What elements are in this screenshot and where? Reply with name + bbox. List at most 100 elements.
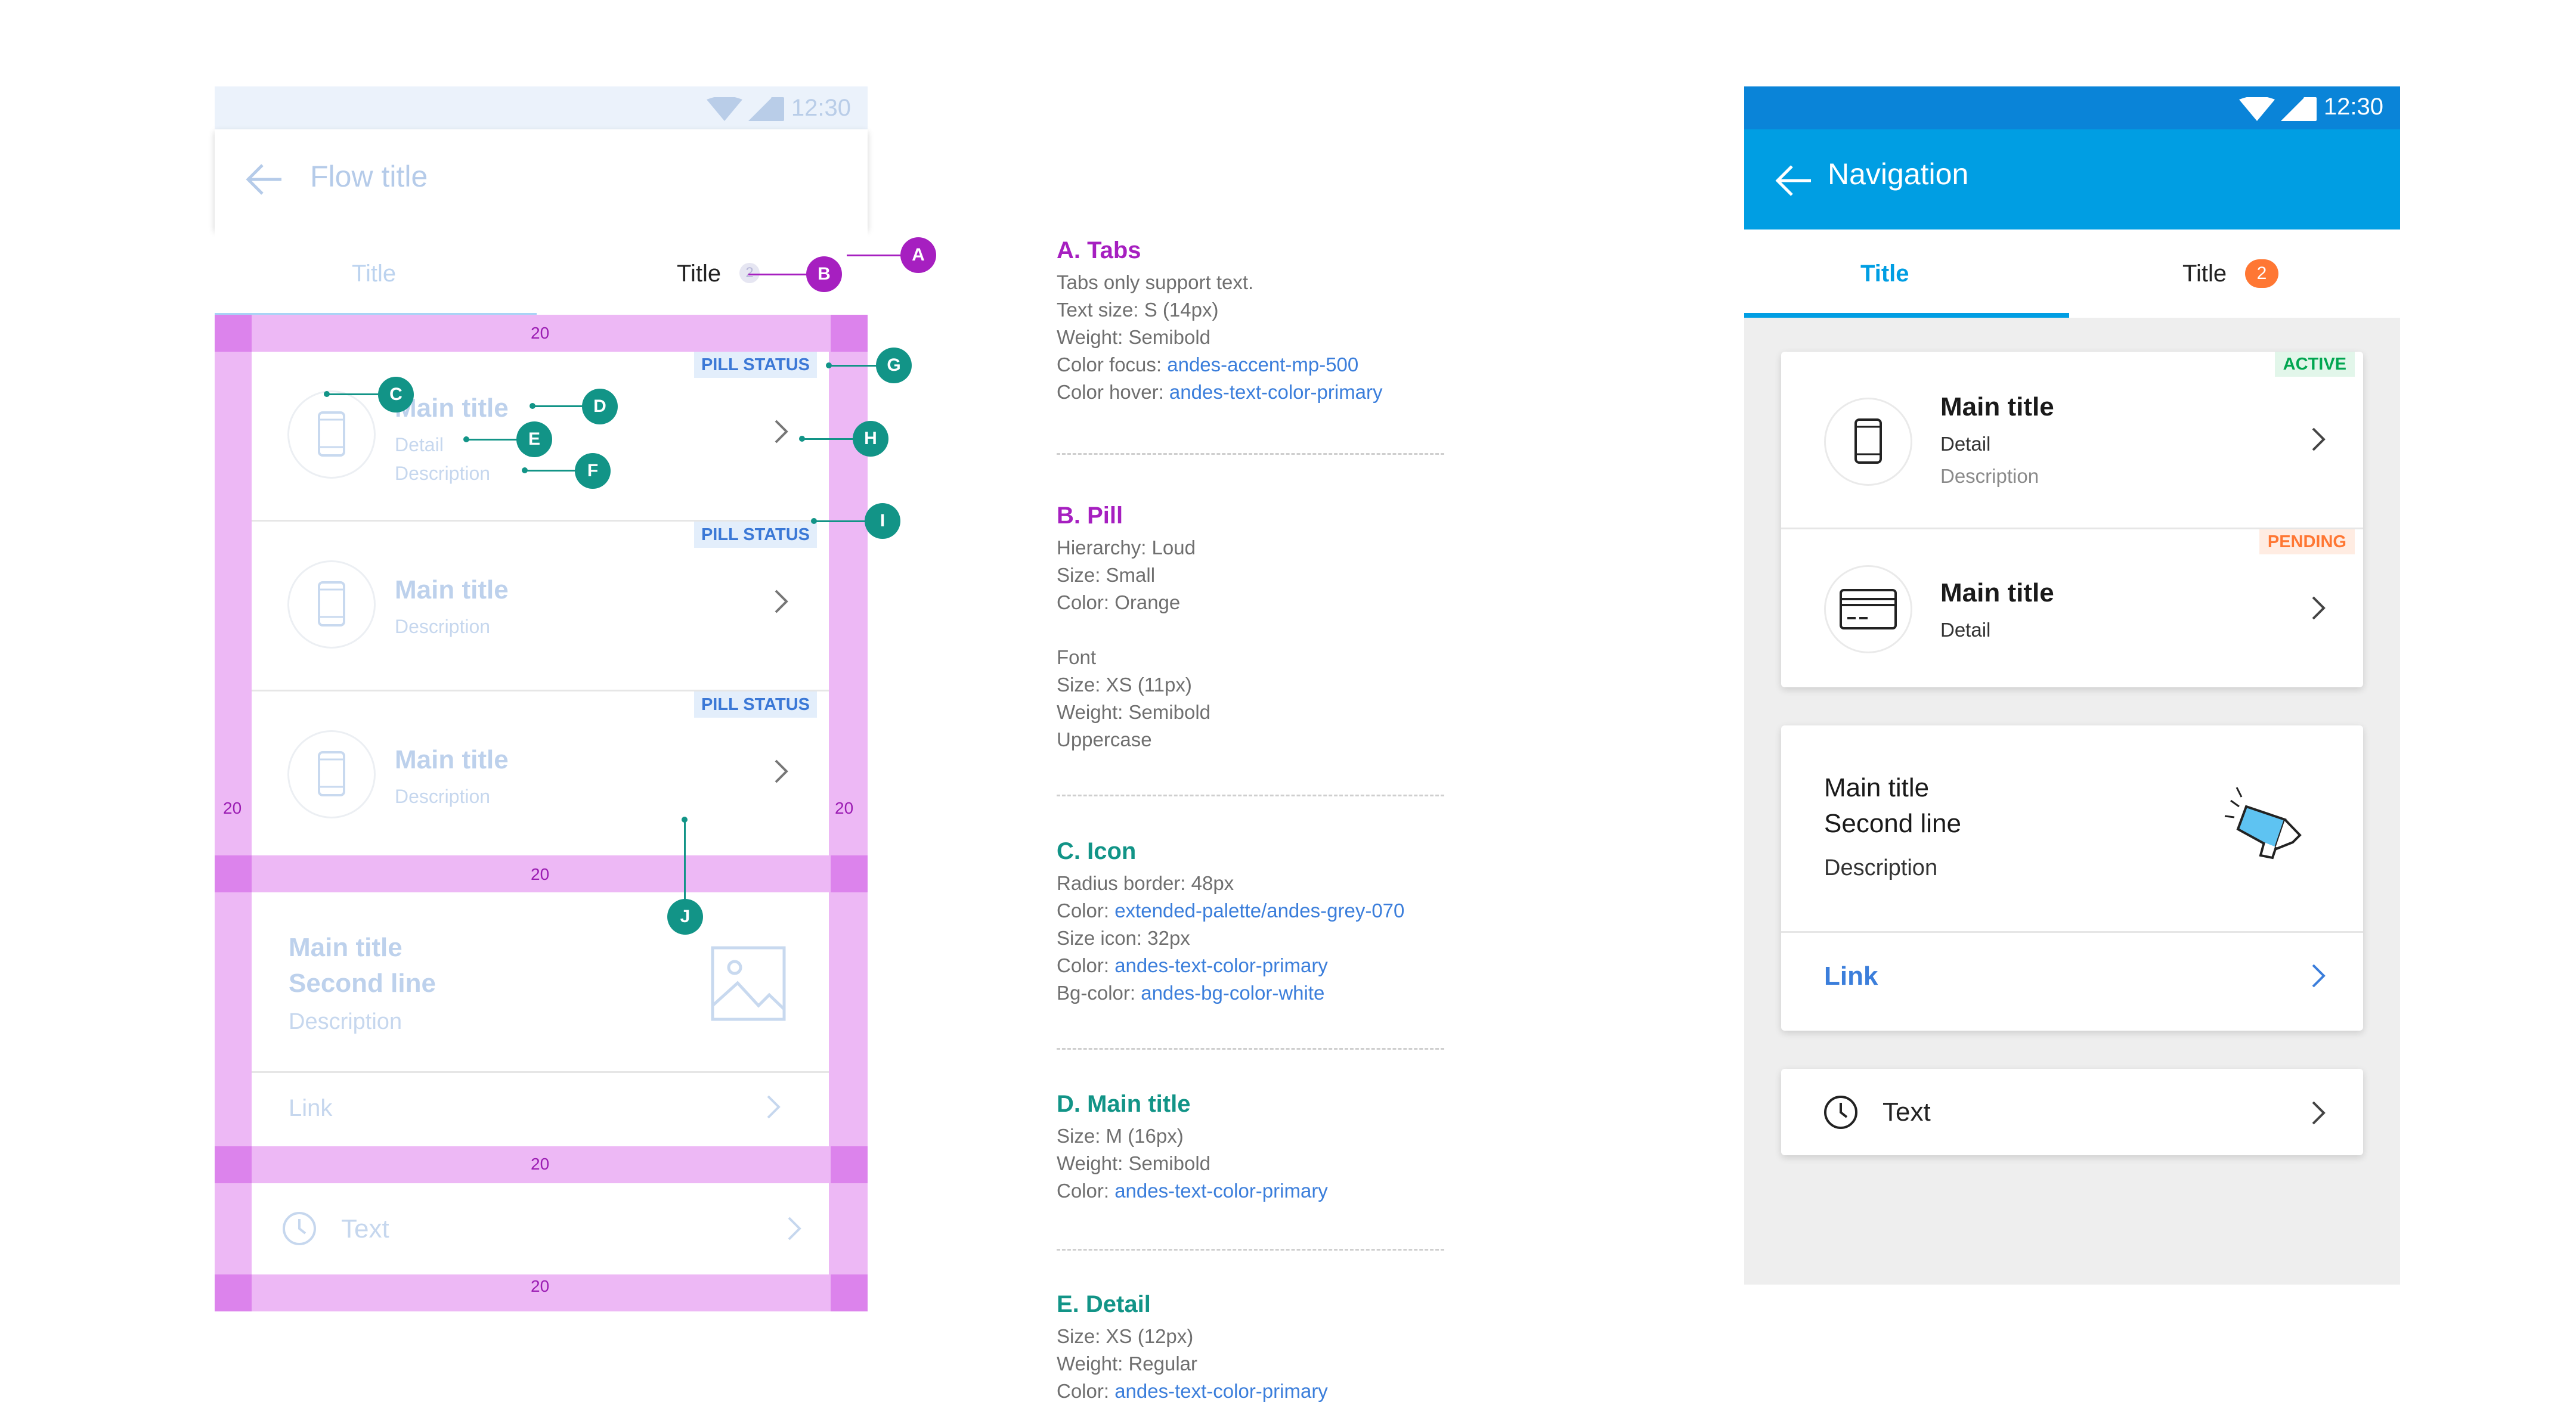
wifi-icon bbox=[2239, 97, 2275, 121]
doc-token-link[interactable]: andes-accent-mp-500 bbox=[1167, 353, 1359, 376]
text-row[interactable]: Text bbox=[252, 1183, 829, 1274]
doc-heading: B. Pill bbox=[1057, 503, 1123, 529]
main-title: Main title bbox=[1940, 392, 2054, 421]
doc-line: Color: andes-text-color-primary bbox=[1057, 952, 1450, 979]
chevron-right-icon bbox=[788, 1217, 801, 1240]
doc-section-main-title: D. Main title Size: M (16px) Weight: Sem… bbox=[1057, 1091, 1450, 1205]
media-card-link[interactable]: Link bbox=[1824, 962, 1878, 991]
doc-token-link[interactable]: andes-text-color-primary bbox=[1114, 1380, 1328, 1402]
doc-line: Weight: Semibold bbox=[1057, 701, 1211, 723]
doc-token-link[interactable]: andes-text-color-primary bbox=[1169, 381, 1383, 403]
icon-container bbox=[287, 560, 376, 649]
text-row-label: Text bbox=[341, 1214, 389, 1243]
media-card-description: Description bbox=[289, 1009, 402, 1034]
media-card: Main title Second line Description Link bbox=[252, 892, 829, 1146]
leader-line-h bbox=[802, 438, 871, 440]
spacing-label: 20 bbox=[223, 799, 242, 817]
back-arrow-icon[interactable] bbox=[1774, 164, 1812, 197]
detail: Detail bbox=[1940, 433, 1991, 455]
description: Description bbox=[1940, 465, 2039, 487]
doc-line: Hierarchy: Loud bbox=[1057, 536, 1196, 559]
status-time: 12:30 bbox=[791, 95, 851, 121]
marker-g: G bbox=[876, 348, 912, 383]
tab-title-2[interactable]: Title bbox=[677, 260, 722, 287]
image-placeholder-icon bbox=[711, 946, 786, 1021]
back-arrow-icon[interactable] bbox=[244, 163, 283, 196]
media-card-title: Main title bbox=[1824, 773, 1930, 802]
media-card-link[interactable]: Link bbox=[289, 1095, 333, 1121]
megaphone-icon bbox=[2224, 787, 2302, 860]
doc-line: Size: XS (11px) bbox=[1057, 674, 1192, 696]
doc-divider bbox=[1057, 1048, 1444, 1050]
list-item[interactable]: PILL STATUS Main title Description bbox=[252, 691, 829, 855]
leader-dot bbox=[324, 391, 330, 397]
leader-line-f bbox=[525, 470, 584, 472]
wifi-icon bbox=[707, 97, 742, 121]
doc-token-link[interactable]: andes-bg-color-white bbox=[1141, 982, 1325, 1004]
doc-label: Color: bbox=[1057, 900, 1115, 922]
leader-line-g bbox=[829, 365, 894, 367]
spacing-corner bbox=[831, 1146, 868, 1183]
doc-line: Color: andes-text-color-primary bbox=[1057, 1177, 1450, 1205]
doc-line: Color hover: andes-text-color-primary bbox=[1057, 379, 1450, 406]
doc-token-link[interactable]: andes-text-color-primary bbox=[1114, 1180, 1328, 1202]
marker-h: H bbox=[853, 421, 888, 457]
doc-label: Color: bbox=[1057, 1380, 1115, 1402]
marker-d: D bbox=[582, 389, 618, 424]
app-bar-title: Flow title bbox=[310, 160, 428, 193]
tab-indicator bbox=[1744, 313, 2069, 318]
tab-bar: Title Title 2 bbox=[1744, 229, 2400, 318]
signal-icon bbox=[748, 97, 772, 121]
leader-dot bbox=[682, 817, 688, 823]
leader-line-d bbox=[532, 405, 585, 407]
text-row-label: Text bbox=[1883, 1097, 1931, 1127]
list-item[interactable]: PENDING Main title Detail bbox=[1781, 529, 2363, 687]
doc-line: Size icon: 32px bbox=[1057, 927, 1190, 949]
status-bar: 12:30 bbox=[215, 86, 868, 129]
pill-status: PILL STATUS bbox=[693, 352, 817, 378]
leader-dot bbox=[826, 362, 832, 368]
tab-title-2[interactable]: Title bbox=[2182, 260, 2227, 287]
marker-c: C bbox=[378, 377, 414, 412]
tab-badge: 2 bbox=[739, 263, 760, 283]
doc-token-link[interactable]: extended-palette/andes-grey-070 bbox=[1114, 900, 1405, 922]
description: Description bbox=[395, 463, 491, 484]
detail: Detail bbox=[1940, 619, 1991, 641]
doc-label: Bg-color: bbox=[1057, 982, 1141, 1004]
marker-j: J bbox=[667, 899, 703, 935]
detail: Detail bbox=[395, 434, 444, 455]
list-item[interactable]: PILL STATUS Main title Description bbox=[252, 522, 829, 691]
media-card-second-line: Second line bbox=[1824, 809, 1961, 838]
doc-line: Weight: Semibold bbox=[1057, 1152, 1211, 1174]
leader-line-c bbox=[327, 393, 386, 395]
leader-dot bbox=[530, 403, 535, 409]
doc-line: Size: XS (12px) bbox=[1057, 1325, 1194, 1347]
spacing-corner bbox=[215, 1146, 252, 1183]
spacing-corner bbox=[215, 855, 252, 892]
clock-icon bbox=[1824, 1096, 1857, 1129]
media-card-title: Main title bbox=[289, 933, 402, 962]
icon-container bbox=[1824, 565, 1912, 653]
spacing-label: 20 bbox=[531, 1277, 550, 1295]
app-bar-title: Navigation bbox=[1828, 157, 1969, 191]
status-bar: 12:30 bbox=[1744, 86, 2400, 129]
doc-heading: A. Tabs bbox=[1057, 237, 1141, 263]
spacing-corner bbox=[215, 1274, 252, 1311]
app-bar: Navigation bbox=[1744, 129, 2400, 229]
text-row[interactable]: Text bbox=[1781, 1069, 2363, 1155]
pill-status: PILL STATUS bbox=[693, 522, 817, 548]
media-card-description: Description bbox=[1824, 855, 1938, 880]
tab-title-1[interactable]: Title bbox=[352, 260, 397, 287]
doc-token-link[interactable]: andes-text-color-primary bbox=[1114, 954, 1328, 976]
doc-line: Size: M (16px) bbox=[1057, 1125, 1184, 1147]
chevron-right-icon bbox=[775, 759, 788, 783]
list-item[interactable]: ACTIVE Main title Detail Description bbox=[1781, 352, 2363, 529]
spacing-corner bbox=[831, 315, 868, 352]
tab-title-1[interactable]: Title bbox=[1860, 260, 1909, 287]
pill-status: PILL STATUS bbox=[693, 691, 817, 718]
list-item[interactable]: PILL STATUS Main title Detail Descriptio… bbox=[252, 352, 829, 522]
leader-line-e bbox=[466, 439, 526, 441]
credit-card-icon bbox=[1840, 589, 1897, 629]
chevron-right-icon bbox=[2312, 964, 2326, 988]
leader-dot bbox=[811, 518, 817, 524]
